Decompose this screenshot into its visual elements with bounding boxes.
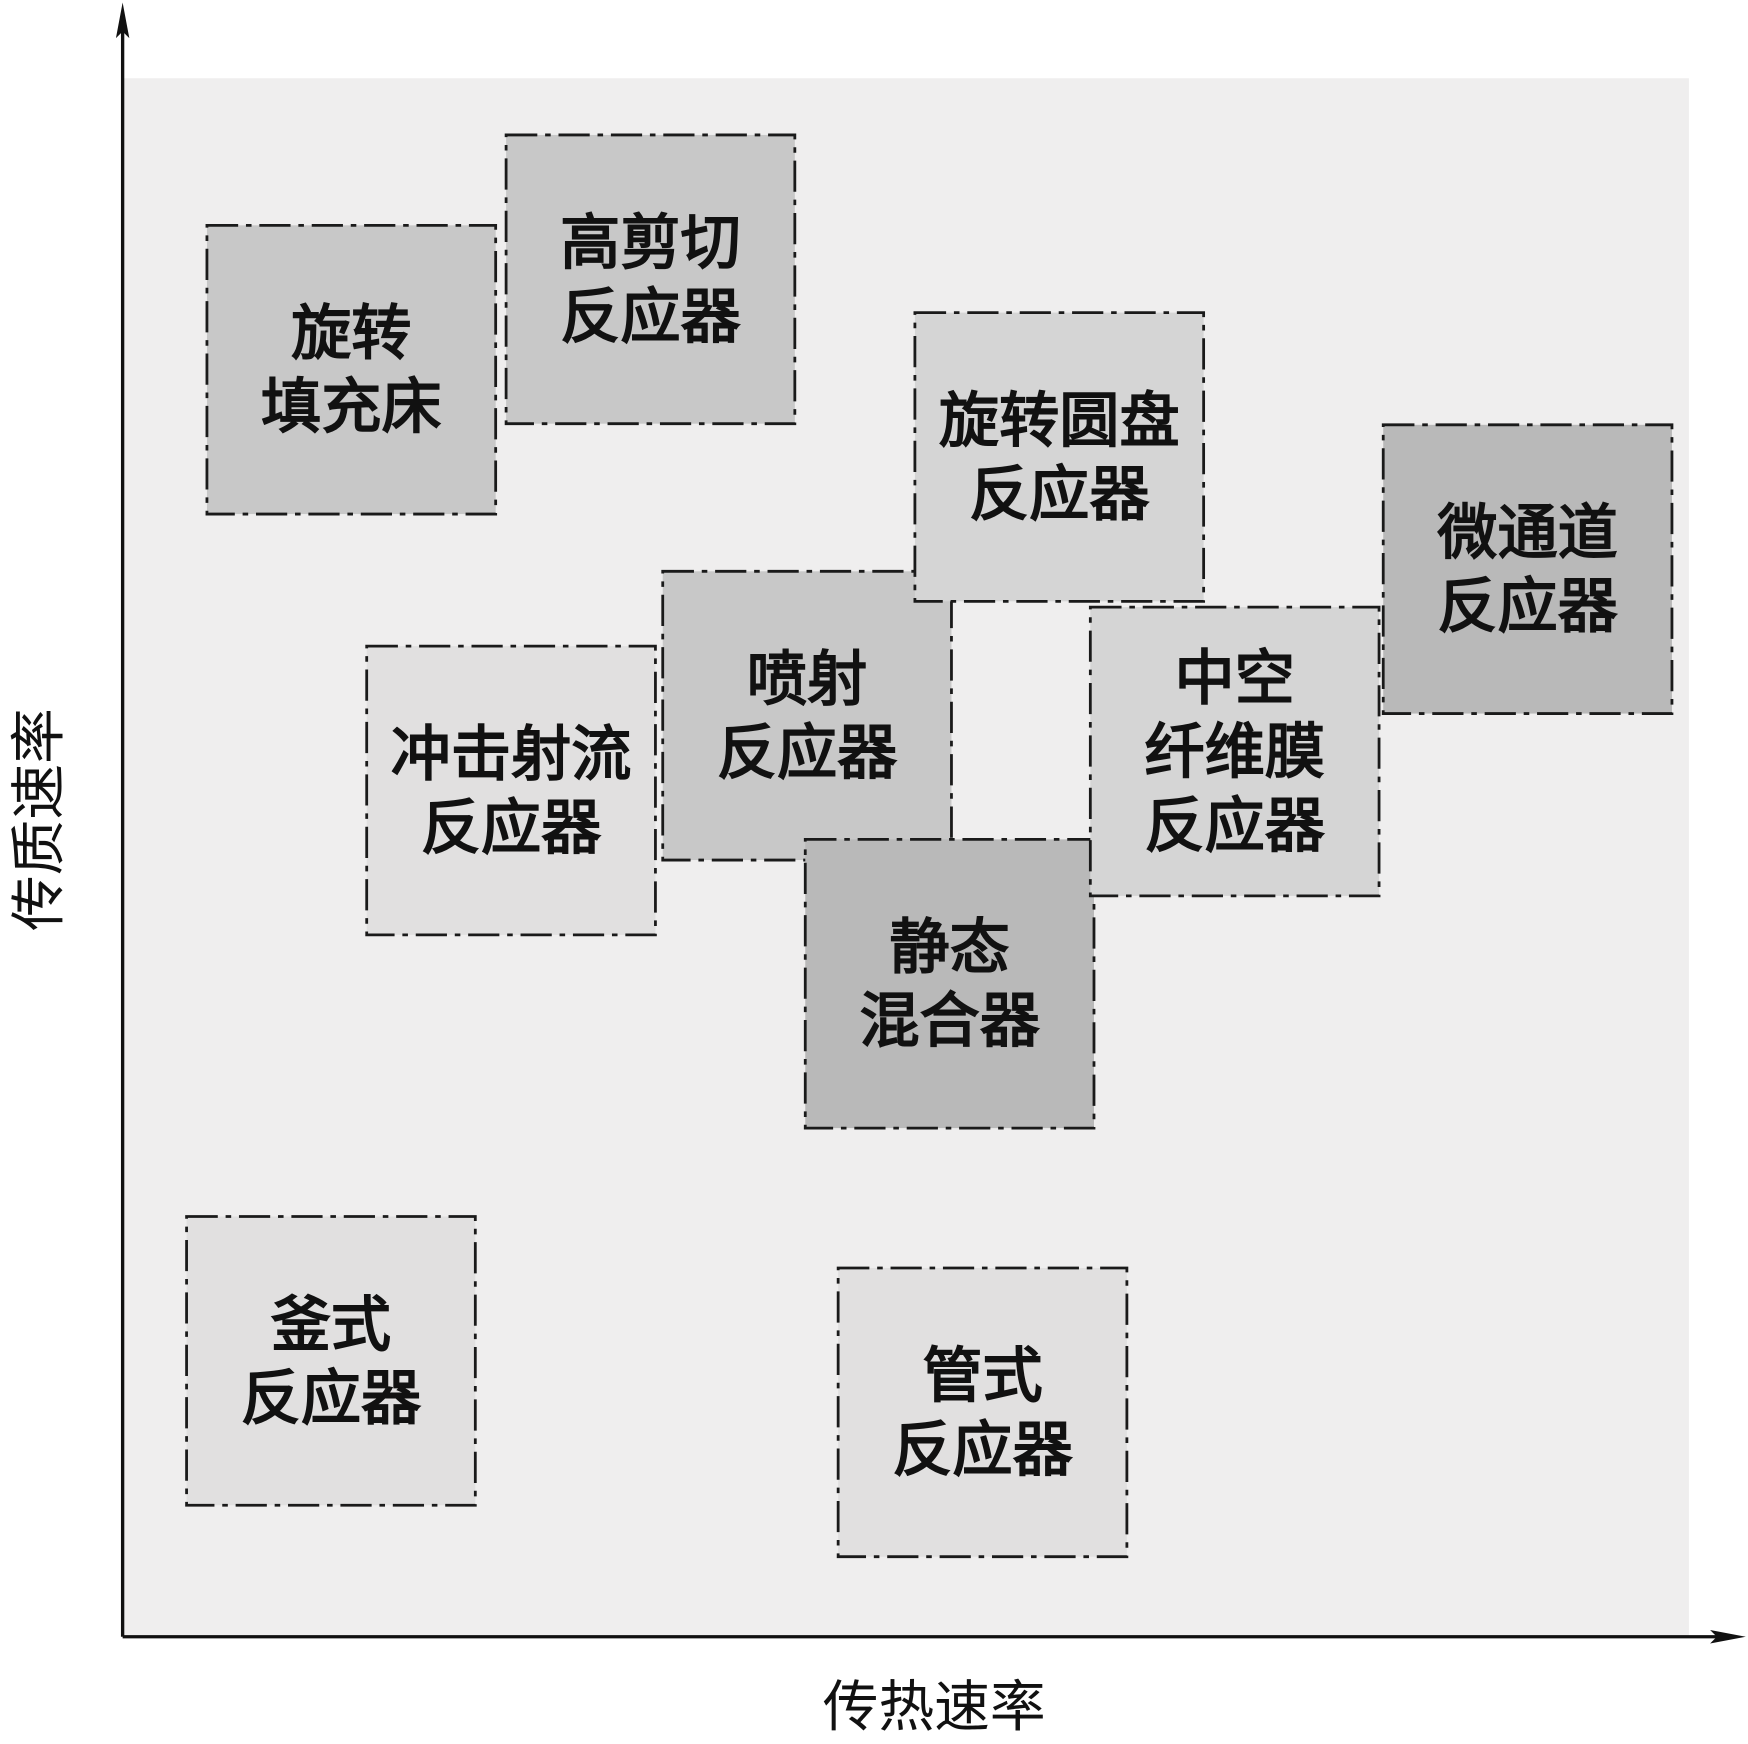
reactor-box-rect [185, 1215, 477, 1507]
reactor-box-rect [803, 837, 1096, 1130]
reactor-label-line: 反应器 [1144, 790, 1325, 861]
reactor-label-line: 反应器 [560, 281, 741, 352]
reactor-label-line: 反应器 [717, 718, 898, 789]
reactor-box-rect [365, 644, 657, 937]
reactor-boxes: 釜式反应器管式反应器冲击射流反应器喷射反应器静态混合器中空纤维膜反应器微通道反应… [185, 133, 1674, 1559]
x-axis-label: 传热速率 [823, 1675, 1046, 1740]
reactor-label-line: 管式 [922, 1341, 1042, 1412]
reactor-label-line: 纤维膜 [1144, 717, 1325, 788]
reactor-label-line: 填充床 [261, 372, 442, 443]
reactor-label-line: 旋转圆盘 [939, 385, 1180, 456]
reactor-label-line: 冲击射流 [391, 719, 632, 790]
x-axis-arrow-icon [1710, 1630, 1746, 1644]
reactor-label-line: 微通道 [1436, 498, 1618, 569]
reactor-box-rect [913, 311, 1206, 603]
reactor-label-line: 混合器 [859, 986, 1040, 1057]
reactor-label-line: 反应器 [969, 459, 1150, 530]
reactor-label-line: 反应器 [892, 1414, 1073, 1485]
reactor-box-rect [661, 569, 953, 862]
reactor-label-line: 中空 [1174, 643, 1294, 714]
reactor-label-line: 静态 [889, 912, 1009, 983]
reactor-label-line: 釜式 [270, 1289, 391, 1360]
reactor-label-line: 旋转 [291, 298, 411, 369]
reactor-label-line: 高剪切 [560, 208, 741, 279]
reactor-label-line: 反应器 [421, 792, 602, 863]
reactor-label-line: 喷射 [747, 644, 867, 715]
reactor-label-line: 反应器 [241, 1363, 422, 1434]
reactor-box-rect [1381, 423, 1674, 715]
reactor-box-rect [504, 133, 797, 426]
y-axis-arrow-icon [115, 2, 130, 39]
y-axis-label: 传质速率 [7, 708, 72, 931]
reactor-box-rect [205, 223, 498, 516]
reactor-box-rect [1088, 605, 1381, 898]
reactor-label-line: 反应器 [1437, 571, 1618, 642]
reactor-box-rect [836, 1266, 1129, 1559]
